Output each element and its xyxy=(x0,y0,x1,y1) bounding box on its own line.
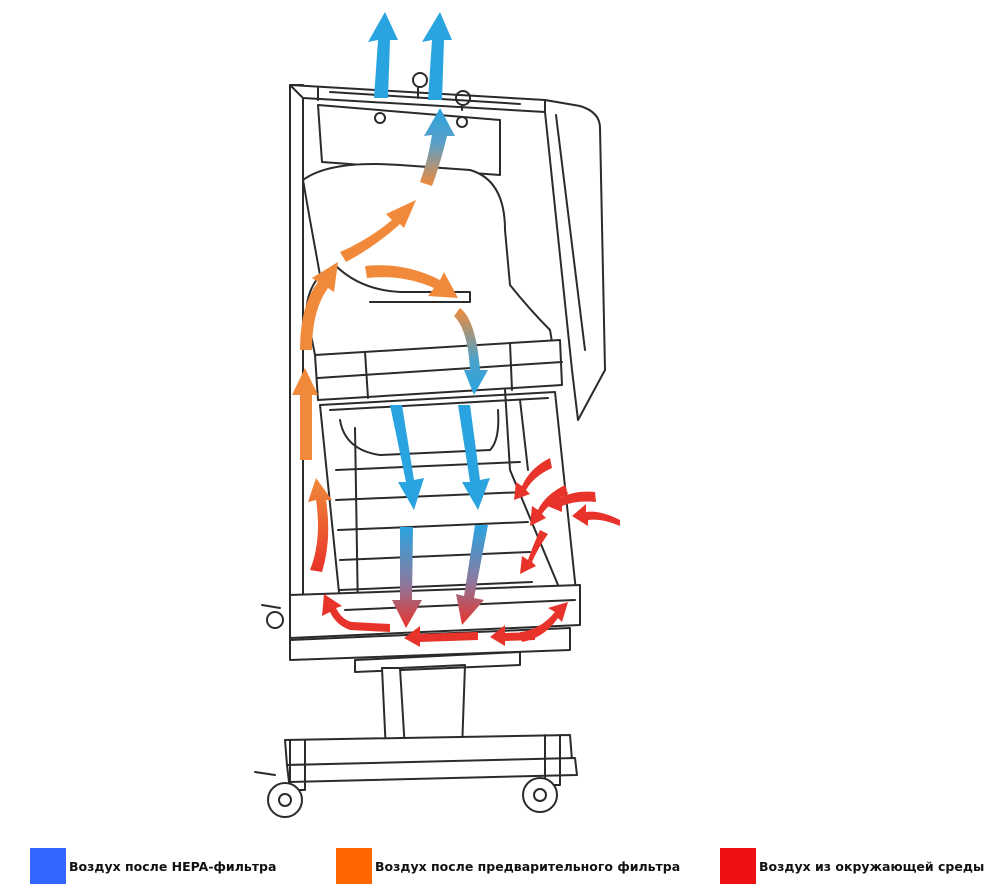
bottom-return-arrow-4 xyxy=(322,594,390,632)
legend: Воздух после HEPA-фильтра Воздух после п… xyxy=(0,848,1000,884)
cabinet-drawing xyxy=(254,72,606,818)
plenum-arrow-2 xyxy=(365,265,458,298)
legend-item-prefilter: Воздух после предварительного фильтра xyxy=(336,848,680,884)
bottom-return-arrow-2 xyxy=(490,625,535,646)
rising-arrow-lower xyxy=(308,478,332,572)
legend-swatch-ambient xyxy=(720,848,756,884)
bottom-return-arrow-3 xyxy=(404,626,478,647)
rising-arrow-middle xyxy=(292,368,318,460)
ambient-inflow-arrow-3 xyxy=(545,490,596,512)
work-area-downflow-left xyxy=(390,405,424,510)
legend-label-hepa: Воздух после HEPA-фильтра xyxy=(69,858,277,874)
legend-item-ambient: Воздух из окружающей среды xyxy=(720,848,984,884)
rising-arrow-upper xyxy=(300,262,338,350)
blower-outlet-arrow xyxy=(420,108,455,186)
legend-label-ambient: Воздух из окружающей среды xyxy=(759,858,985,874)
legend-item-hepa: Воздух после HEPA-фильтра xyxy=(30,848,276,884)
plenum-arrow-1 xyxy=(340,200,416,262)
downflow-gradient-arrow xyxy=(454,308,488,395)
ambient-inflow-arrow-5 xyxy=(520,530,548,574)
legend-swatch-hepa xyxy=(30,848,66,884)
exhaust-arrow-left xyxy=(368,12,398,98)
legend-swatch-prefilter xyxy=(336,848,372,884)
lower-gradient-arrow-right xyxy=(456,525,488,625)
bottom-return-arrow-1 xyxy=(520,602,568,642)
exhaust-arrow-right xyxy=(422,12,452,100)
work-area-downflow-right xyxy=(458,405,490,510)
ambient-inflow-arrow-4 xyxy=(572,504,620,526)
biosafety-cabinet-airflow-diagram xyxy=(254,12,620,818)
lower-gradient-arrow-left xyxy=(392,527,422,628)
airflow-arrows xyxy=(292,12,620,647)
legend-label-prefilter: Воздух после предварительного фильтра xyxy=(375,858,681,874)
ambient-inflow-arrow-1 xyxy=(514,458,552,500)
